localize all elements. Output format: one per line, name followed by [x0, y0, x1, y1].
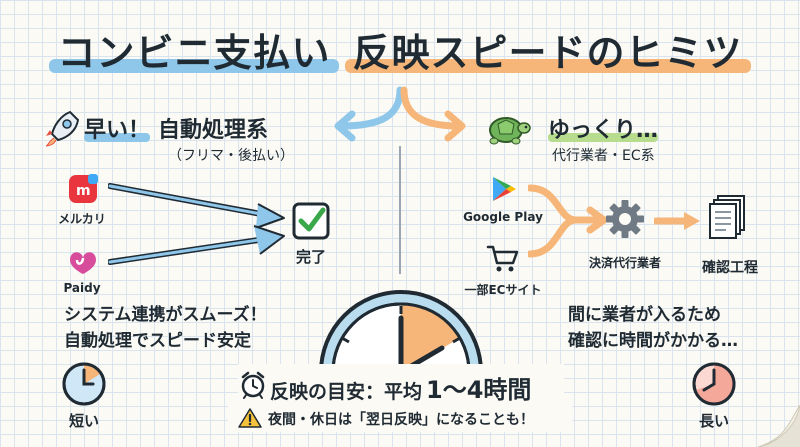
long-label: 長い: [698, 412, 729, 430]
fast-subheading: （フリマ・後払い）: [168, 148, 294, 164]
split-arrows: [334, 86, 466, 142]
alarm-clock-icon: [241, 371, 265, 399]
warning-text: 夜間・休日は「翌日反映」になることも！: [268, 412, 534, 428]
page-title: コンビニ支払い反映スピードのヒミツ: [0, 22, 800, 77]
short-clock-icon: [62, 362, 106, 406]
google-play-label: Google Play: [463, 210, 543, 224]
turtle-icon: [489, 117, 531, 145]
process-arrow: [654, 212, 700, 230]
long-clock-icon: [692, 362, 736, 406]
center-divider: [399, 146, 401, 274]
documents-icon: [709, 195, 745, 239]
slow-subheading: 代行業者・EC系: [552, 148, 655, 164]
merge-arrows: [528, 184, 608, 258]
slow-heading-text: ゆっくり…: [548, 118, 659, 143]
process-label: 確認工程: [702, 260, 758, 276]
title-part2: 反映スピードのヒミツ: [349, 31, 747, 75]
fast-note: システム連携がスムーズ！ 自動処理でスピード安定: [64, 302, 267, 354]
slow-note-line2: 確認に時間がかかる…: [568, 331, 738, 351]
check-icon: [292, 202, 330, 240]
cart-icon: [486, 245, 519, 272]
mercari-label: メルカリ: [58, 212, 106, 226]
agent-label: 決済代行業者: [588, 256, 661, 270]
short-label: 短い: [68, 412, 99, 430]
title-part1: コンビニ支払い: [53, 31, 334, 75]
fast-note-line2: 自動処理でスピード安定: [64, 331, 251, 351]
paidy-icon: [64, 246, 102, 276]
fast-note-line1: システム連携がスムーズ！: [64, 305, 267, 325]
fast-arrows: [108, 183, 285, 265]
fast-heading: 早い！ 自動処理系: [84, 112, 268, 144]
fast-heading-strong: 早い！: [84, 118, 151, 143]
warning-icon: [238, 408, 262, 428]
rocket-icon: [45, 110, 80, 147]
slow-note: 間に業者が入るため 確認に時間がかかる…: [568, 302, 738, 354]
svg-text:m: m: [76, 183, 91, 199]
center-estimate-prefix: 反映の目安：平均: [270, 381, 423, 403]
page-curl: [758, 405, 800, 447]
google-play-icon: [493, 177, 516, 201]
mercari-icon: m: [66, 172, 100, 206]
fast-heading-rest: 自動処理系: [158, 118, 269, 143]
warning-bg: [228, 404, 572, 432]
paidy-label: Paidy: [63, 281, 101, 295]
center-estimate-value: 1〜4時間: [426, 376, 532, 404]
gear-icon: [606, 200, 644, 238]
slow-note-line1: 間に業者が入るため: [568, 305, 721, 325]
cart-label: 一部ECサイト: [464, 283, 542, 297]
slow-heading: ゆっくり…: [548, 112, 658, 144]
complete-label: 完了: [295, 248, 326, 266]
